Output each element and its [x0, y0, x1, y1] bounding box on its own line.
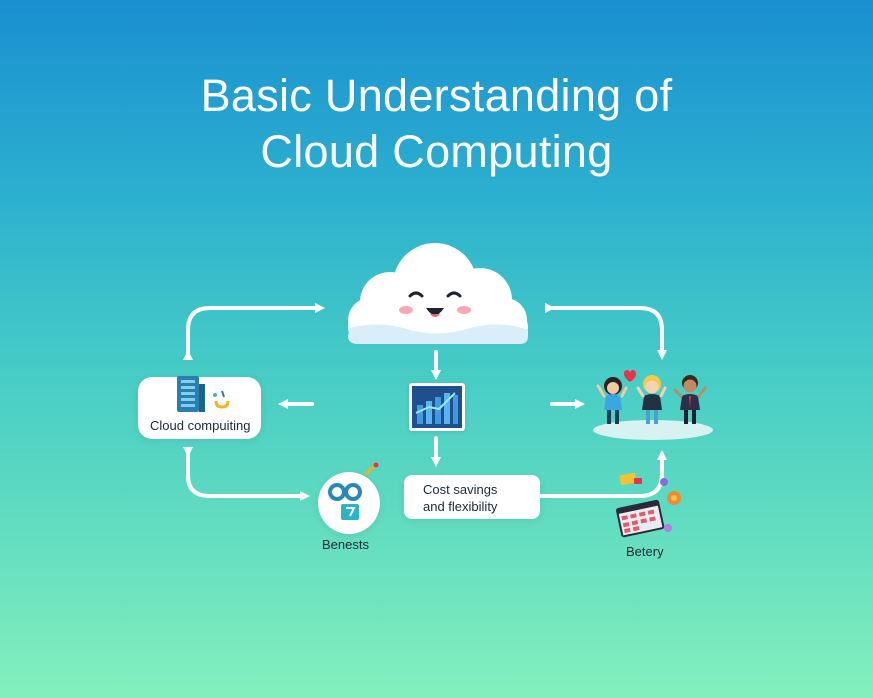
- arrow-top-right: [545, 303, 667, 360]
- arrow-top-left: [183, 303, 325, 360]
- arrow-cost-to-right: [538, 450, 667, 498]
- gears-icon: [328, 483, 362, 520]
- people-group-icon: [596, 370, 707, 424]
- users-platform: [593, 420, 713, 440]
- bottom-right-label: Betery: [626, 544, 664, 559]
- gear-icon: [667, 491, 681, 505]
- benefits-node: [318, 472, 380, 534]
- calendar-cluster-icon: [616, 473, 681, 538]
- server-icon: [177, 376, 205, 412]
- title-line-1: Basic Understanding of: [200, 70, 673, 121]
- cloud-computing-node: Cloud compuiting: [138, 376, 261, 439]
- sync-icon: [213, 390, 230, 409]
- bar-chart-icon: [409, 383, 465, 431]
- sparkle-icon: [364, 462, 379, 476]
- title-line-2: Cloud Computing: [260, 126, 613, 177]
- cost-savings-line2: and flexibility: [423, 499, 498, 514]
- cost-savings-node: Cost savings and flexibility: [404, 475, 540, 519]
- users-node: [590, 366, 715, 442]
- benefits-label: Benests: [322, 537, 369, 552]
- cost-savings-line1: Cost savings: [423, 482, 498, 497]
- tag-icon: [619, 473, 642, 485]
- page-title: Basic Understanding of Cloud Computing: [0, 68, 873, 180]
- arrow-left-to-benefits: [183, 447, 310, 501]
- cloud-mascot-icon: [348, 243, 528, 344]
- cloud-computing-label: Cloud compuiting: [150, 418, 251, 433]
- calendar-icon: [616, 499, 665, 538]
